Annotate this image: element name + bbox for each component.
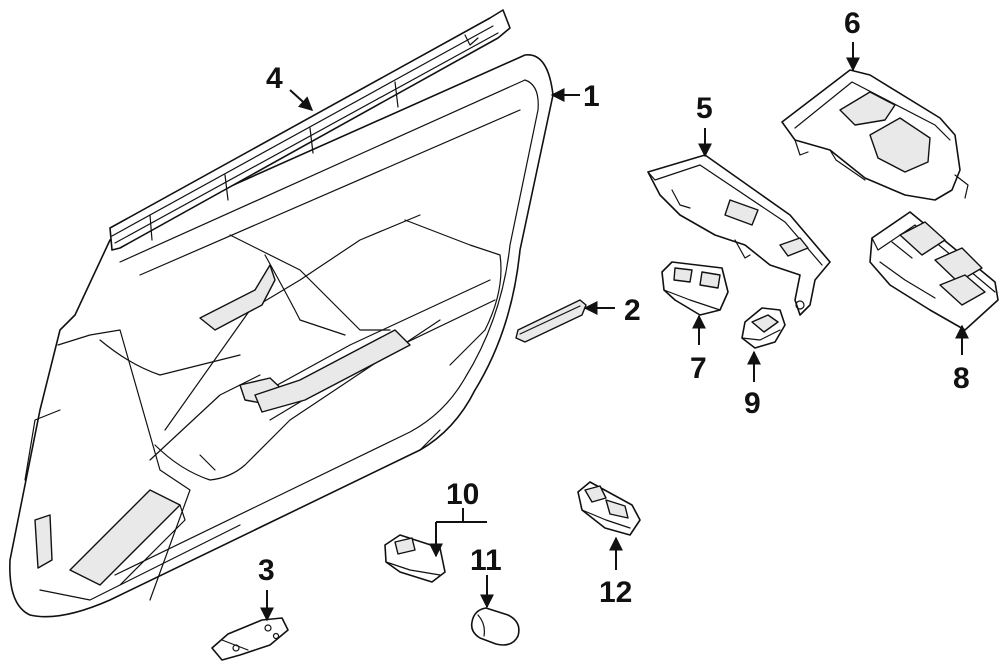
knob-11 [470, 607, 520, 646]
callout-12: 12 [599, 576, 632, 609]
bracket [211, 617, 289, 661]
callout-4: 4 [266, 62, 283, 95]
trim-strip [515, 299, 587, 343]
switch-bezel [647, 154, 831, 316]
callout-10: 10 [446, 478, 479, 511]
master-window-switch [869, 211, 999, 331]
belt-weatherstrip [109, 9, 511, 251]
callout-7: 7 [690, 352, 707, 385]
callout-1: 1 [583, 80, 600, 113]
callout-8: 8 [953, 362, 970, 395]
leader-lines [260, 42, 969, 622]
window-switch-7 [661, 261, 729, 316]
callout-labels: 1 2 3 4 5 6 7 8 9 10 11 12 [258, 7, 970, 609]
callout-5: 5 [696, 92, 713, 125]
callout-2: 2 [624, 294, 641, 327]
callout-9: 9 [744, 387, 761, 420]
callout-6: 6 [844, 7, 861, 40]
switch-cover [781, 69, 969, 201]
window-switch-9 [741, 307, 786, 349]
switch-12 [577, 481, 641, 536]
callout-11: 11 [470, 544, 502, 577]
callout-3: 3 [258, 554, 275, 587]
door-trim-panel [9, 54, 554, 618]
